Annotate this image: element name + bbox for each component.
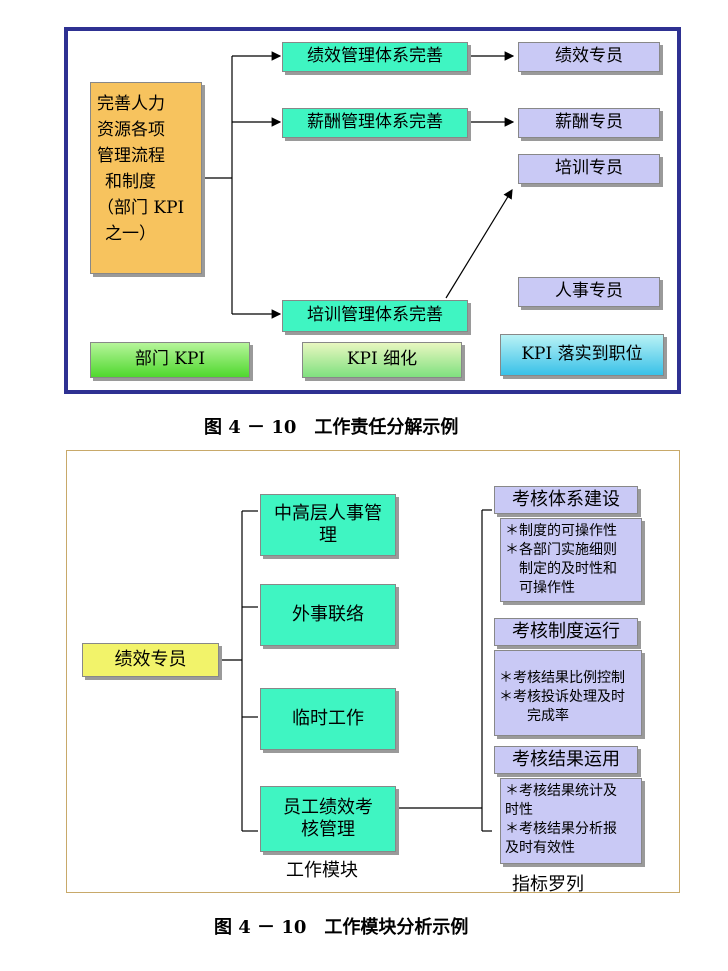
indicator-list-system-run: ＊考核结果比例控制 ＊考核投诉处理及时 完成率 [494, 650, 642, 736]
indicator-item: ＊考核结果分析报 [505, 821, 617, 837]
source-box: 完善人力 资源各项 管理流程 和制度 （部门 KPI 之一） [90, 82, 202, 274]
indicator-item: ＊考核结果统计及 [505, 783, 617, 799]
source-line-5: （部门 KPI [97, 198, 185, 218]
system-box-training: 培训管理体系完善 [282, 300, 468, 332]
indicator-label: 指标罗列 [512, 874, 584, 895]
position-box-training: 培训专员 [518, 154, 660, 184]
module-box-perf-assessment: 员工绩效考核管理 [260, 786, 396, 852]
system-box-salary: 薪酬管理体系完善 [282, 108, 468, 138]
module-box-senior-hr: 中高层人事管理 [260, 494, 396, 556]
source-line-6: 之一） [105, 224, 156, 244]
indicator-item: ＊考核结果比例控制 [499, 670, 625, 686]
indicator-item: 时性 [505, 802, 533, 818]
indicator-item: ＊各部门实施细则 [505, 542, 617, 558]
module-senior-hr-label: 中高层人事管理 [274, 502, 382, 547]
indicator-item: 完成率 [499, 708, 569, 724]
module-box-temp-work: 临时工作 [260, 688, 396, 750]
indicator-item: ＊制度的可操作性 [505, 523, 617, 539]
source-line-1: 完善人力 [97, 94, 165, 114]
indicator-item: 制定的及时性和 [505, 561, 617, 577]
indicator-title-result-use: 考核结果运用 [494, 746, 638, 774]
indicator-item: ＊考核投诉处理及时 [499, 689, 625, 705]
module-label: 工作模块 [286, 860, 358, 881]
module-perf-assessment-label: 员工绩效考核管理 [283, 796, 373, 841]
module-box-foreign-liaison: 外事联络 [260, 584, 396, 646]
system-box-performance: 绩效管理体系完善 [282, 42, 468, 72]
source-line-3: 管理流程 [97, 146, 165, 166]
indicator-item: 及时有效性 [505, 840, 575, 856]
position-box-salary: 薪酬专员 [518, 108, 660, 138]
indicator-title-system-build: 考核体系建设 [494, 486, 638, 514]
position-box-performance: 绩效专员 [518, 42, 660, 72]
indicator-item: 可操作性 [505, 580, 575, 596]
diagram-frame-1 [64, 27, 681, 394]
legend-kpi-refine: KPI 细化 [302, 342, 462, 378]
source-line-4: 和制度 [105, 172, 156, 192]
indicator-list-result-use: ＊考核结果统计及 时性 ＊考核结果分析报 及时有效性 [500, 778, 642, 864]
legend-dept-kpi: 部门 KPI [90, 342, 250, 378]
caption-figure-1: 图 4 － 10 工作责任分解示例 [204, 417, 459, 438]
source-line-2: 资源各项 [97, 120, 165, 140]
caption-figure-2: 图 4 － 10 工作模块分析示例 [214, 917, 469, 938]
position-box-personnel: 人事专员 [518, 277, 660, 307]
root-box: 绩效专员 [82, 643, 219, 677]
legend-kpi-to-position: KPI 落实到职位 [500, 334, 664, 376]
indicator-title-system-run: 考核制度运行 [494, 618, 638, 646]
indicator-list-system-build: ＊制度的可操作性 ＊各部门实施细则 制定的及时性和 可操作性 [500, 518, 642, 602]
diagram-frame-2 [66, 450, 680, 893]
